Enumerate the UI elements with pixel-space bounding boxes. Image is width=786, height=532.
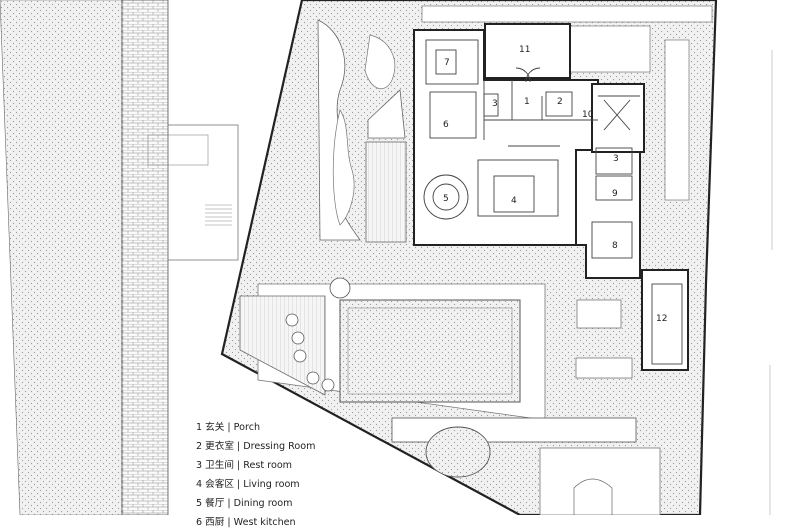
neighbor-plots [769,50,773,515]
garden-zones [317,5,713,243]
west-landscape [0,0,239,515]
south-garden [239,277,661,515]
legend-item: 6 西厨 | West kitchen [196,517,296,528]
room-label: 10 [582,110,594,120]
interior-details [423,39,683,365]
legend-item: 3 卫生间 | Rest room [196,460,293,471]
room-label: 9 [612,189,618,199]
legend-item: 5 餐厅 | Dining room [196,498,293,509]
room-label: 11 [519,45,530,55]
room-label: 12 [656,314,667,324]
legend-item: 4 会客区 | Living room [196,479,300,490]
room-label: 3 [492,99,498,109]
room-label: 5 [443,194,449,204]
room-label: 7 [444,58,450,68]
room-label: 3 [613,154,619,164]
room-label: 4 [511,196,517,206]
room-label: 2 [557,97,563,107]
room-label: 1 [524,97,530,107]
room-label: 8 [612,241,618,251]
room-label: 6 [443,120,449,130]
floor-plan: 1 2 3 4 5 6 7 8 9 10 11 12 3 [0,0,773,515]
legend-item: 2 更衣室 | Dressing Room [196,441,316,452]
legend-item: 1 玄关 | Porch [196,422,261,433]
room-labels: 1 2 3 4 5 6 7 8 9 10 11 12 3 [443,45,667,324]
